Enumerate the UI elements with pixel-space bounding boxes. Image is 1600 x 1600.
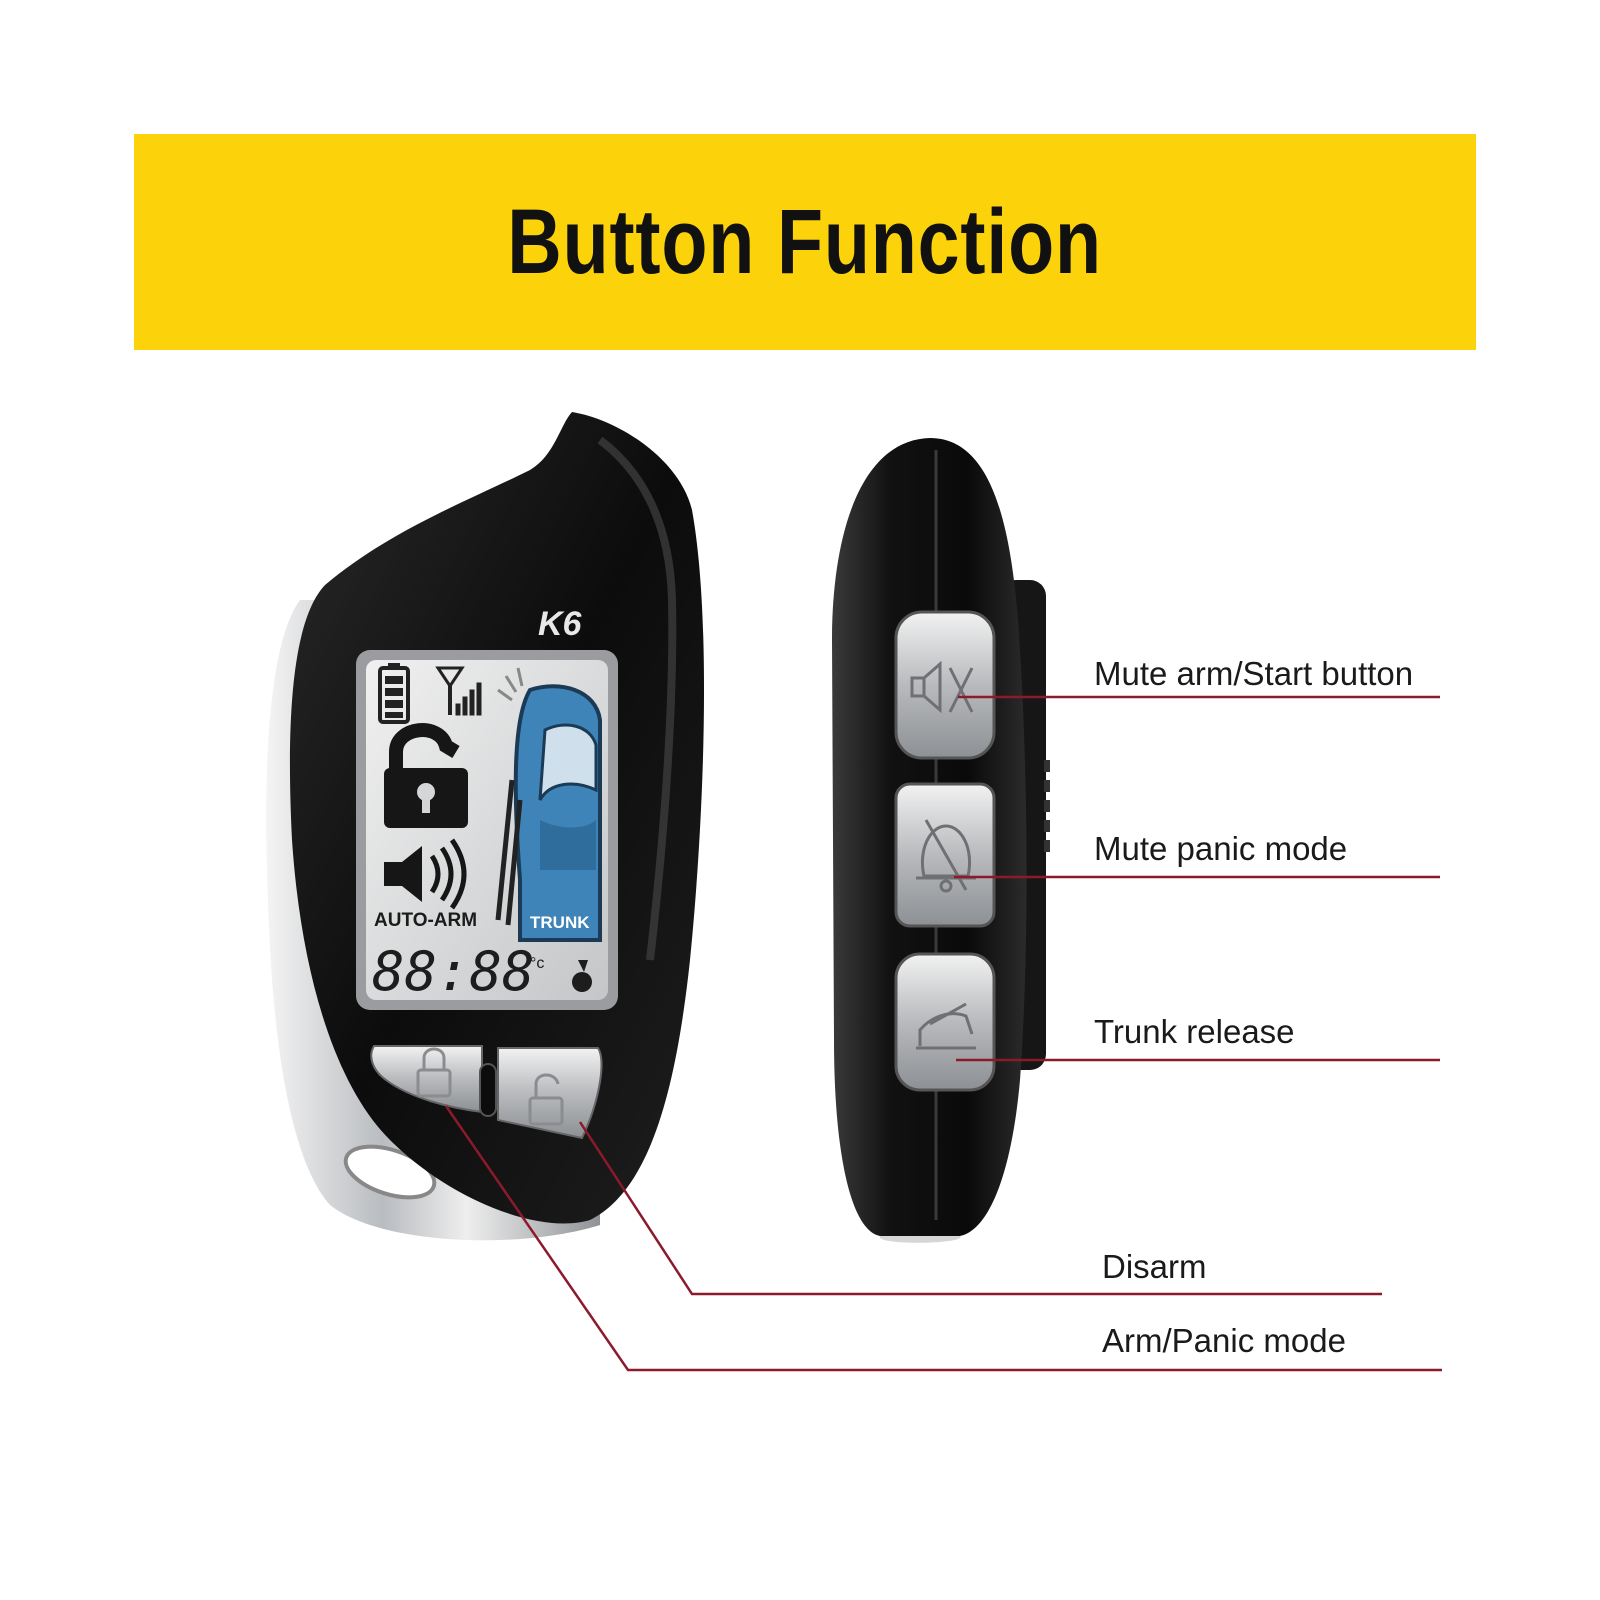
padlock-icon (384, 723, 468, 828)
arm-lock-button[interactable] (370, 1045, 483, 1114)
speaker-sound-icon (384, 838, 467, 910)
mute-panic-button[interactable] (894, 782, 996, 928)
model-label: K6 (538, 605, 583, 643)
leader-arm-panic (444, 1105, 1442, 1372)
lock-open-icon (528, 1073, 564, 1126)
title-banner: Button Function (134, 134, 1476, 350)
trunk-release-button[interactable] (894, 952, 996, 1092)
temperature-unit: °c (530, 955, 544, 972)
callout-mute-arm-start: Mute arm/Start button (1094, 655, 1414, 692)
callout-disarm: Disarm (1102, 1248, 1207, 1285)
remote-start-icon (572, 960, 592, 992)
banner-title: Button Function (507, 190, 1103, 293)
mute-arm-start-button[interactable] (894, 610, 996, 760)
speaker-mute-icon (910, 660, 974, 714)
leader-disarm (578, 1121, 1382, 1296)
remote-side-view (832, 438, 1050, 1243)
disarm-unlock-button[interactable] (497, 1047, 603, 1140)
remote-gloss-highlight (597, 436, 677, 961)
side-grip-ridges (1044, 760, 1050, 852)
callout-trunk-release: Trunk release (1094, 1013, 1295, 1050)
callout-leader-lines (444, 695, 1442, 1372)
lock-closed-icon (416, 1047, 452, 1098)
car-top-view-icon (495, 667, 602, 942)
remote-front-view: K6 (266, 412, 705, 1241)
button-divider (479, 1063, 497, 1117)
trunk-label: TRUNK (530, 913, 590, 932)
auto-arm-label: AUTO-ARM (374, 910, 477, 931)
callout-arm-panic: Arm/Panic mode (1102, 1322, 1346, 1359)
battery-icon (378, 663, 410, 724)
car-trunk-icon (916, 1002, 976, 1050)
callout-mute-panic: Mute panic mode (1094, 830, 1348, 867)
clock-readout: 88:88 (372, 940, 535, 1003)
side-chrome-edge (879, 1236, 961, 1243)
signal-antenna-icon (435, 666, 482, 716)
